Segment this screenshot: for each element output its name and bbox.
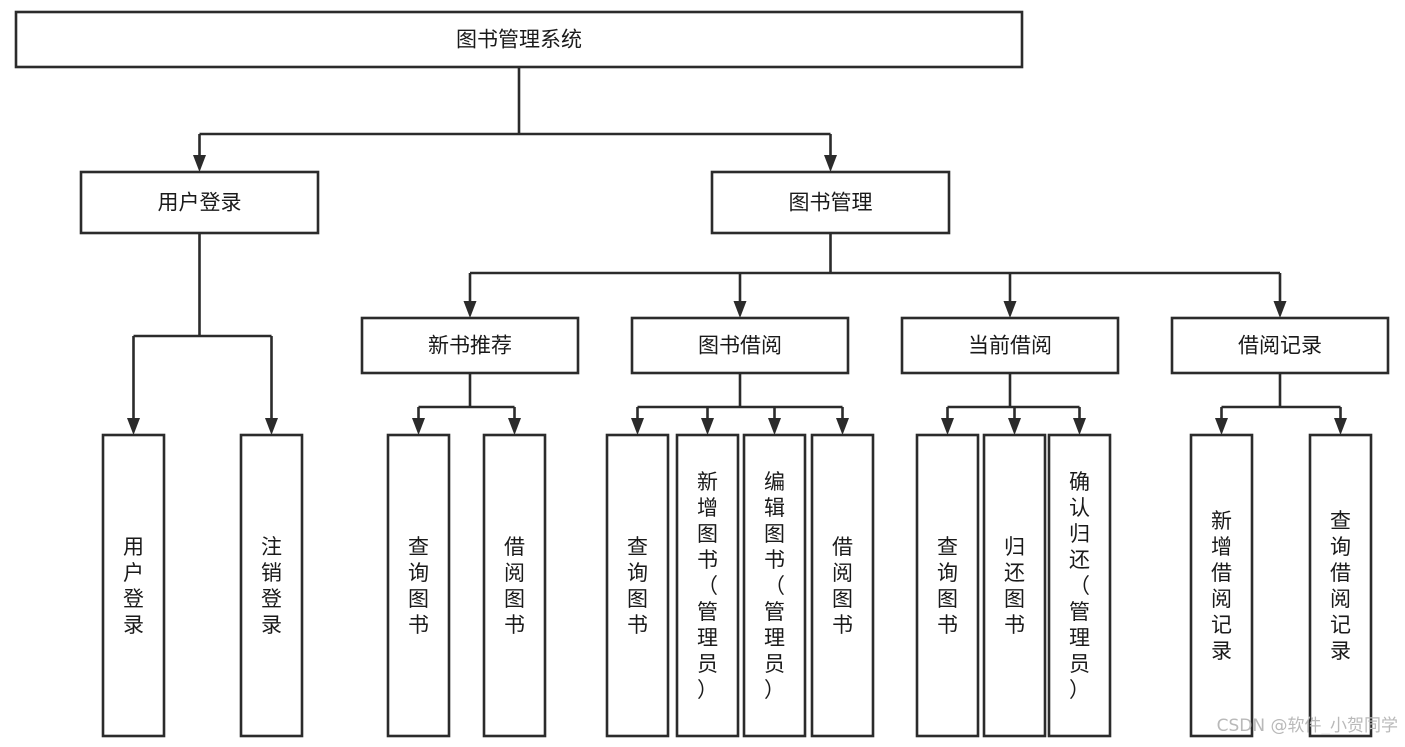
node-box-leaf_3[interactable] xyxy=(482,433,547,738)
node-box-leaf_2[interactable] xyxy=(386,433,451,738)
node-box-l3_2[interactable] xyxy=(900,316,1120,375)
node-leaf_4[interactable]: 查询图书 xyxy=(605,433,670,738)
node-label-leaf_6: 编辑图书（管理员） xyxy=(764,470,785,702)
node-label-l2_1: 图书管理 xyxy=(789,191,873,215)
node-box-leaf_1[interactable] xyxy=(239,433,304,738)
node-leaf_8[interactable]: 查询图书 xyxy=(915,433,980,738)
node-l2_0[interactable]: 用户登录 xyxy=(79,170,320,235)
node-box-leaf_6[interactable] xyxy=(742,433,807,738)
node-label-l3_3: 借阅记录 xyxy=(1238,334,1322,358)
node-leaf_3[interactable]: 借阅图书 xyxy=(482,433,547,738)
node-box-l2_1[interactable] xyxy=(710,170,951,235)
node-box-leaf_11[interactable] xyxy=(1189,433,1254,738)
connector-group-l2_0 xyxy=(127,233,278,435)
node-label-leaf_12: 查询借阅记录 xyxy=(1330,509,1351,663)
node-leaf_2[interactable]: 查询图书 xyxy=(386,433,451,738)
node-box-leaf_4[interactable] xyxy=(605,433,670,738)
node-box-leaf_0[interactable] xyxy=(101,433,166,738)
connector-group-l2_1 xyxy=(463,233,1287,318)
node-box-leaf_5[interactable] xyxy=(675,433,740,738)
node-box-leaf_12[interactable] xyxy=(1308,433,1373,738)
node-label-l3_1: 图书借阅 xyxy=(698,334,782,358)
node-label-l3_2: 当前借阅 xyxy=(968,334,1052,358)
node-label-leaf_10: 确认归还（管理员） xyxy=(1069,470,1090,702)
node-leaf_11[interactable]: 新增借阅记录 xyxy=(1189,433,1254,738)
node-layer: 图书管理系统用户登录图书管理新书推荐图书借阅当前借阅借阅记录用户登录注销登录查询… xyxy=(14,10,1390,738)
connector-group-l3_2 xyxy=(941,373,1086,435)
node-label-leaf_7: 借阅图书 xyxy=(832,535,853,637)
node-root[interactable]: 图书管理系统 xyxy=(14,10,1024,69)
node-box-leaf_9[interactable] xyxy=(982,433,1047,738)
node-box-l3_0[interactable] xyxy=(360,316,580,375)
connector-group-l3_3 xyxy=(1215,373,1347,435)
node-leaf_7[interactable]: 借阅图书 xyxy=(810,433,875,738)
node-leaf_10[interactable]: 确认归还（管理员） xyxy=(1047,433,1112,738)
connector-layer xyxy=(127,67,1347,435)
node-label-leaf_11: 新增借阅记录 xyxy=(1211,509,1232,663)
node-label-leaf_4: 查询图书 xyxy=(627,535,648,637)
node-label-leaf_8: 查询图书 xyxy=(937,535,958,637)
node-l3_3[interactable]: 借阅记录 xyxy=(1170,316,1390,375)
node-l2_1[interactable]: 图书管理 xyxy=(710,170,951,235)
connector-group-root xyxy=(193,67,837,172)
node-box-l3_1[interactable] xyxy=(630,316,850,375)
node-leaf_6[interactable]: 编辑图书（管理员） xyxy=(742,433,807,738)
node-label-leaf_1: 注销登录 xyxy=(261,535,282,637)
node-label-leaf_3: 借阅图书 xyxy=(504,535,525,637)
node-label-root: 图书管理系统 xyxy=(456,28,582,52)
csdn-watermark: CSDN @软件_小贺同学 xyxy=(1217,716,1398,736)
node-label-l3_0: 新书推荐 xyxy=(428,334,512,358)
node-box-root[interactable] xyxy=(14,10,1024,69)
node-l3_0[interactable]: 新书推荐 xyxy=(360,316,580,375)
node-leaf_9[interactable]: 归还图书 xyxy=(982,433,1047,738)
node-label-leaf_5: 新增图书（管理员） xyxy=(697,470,718,702)
node-label-leaf_0: 用户登录 xyxy=(123,535,144,637)
node-leaf_5[interactable]: 新增图书（管理员） xyxy=(675,433,740,738)
node-box-leaf_8[interactable] xyxy=(915,433,980,738)
node-l3_1[interactable]: 图书借阅 xyxy=(630,316,850,375)
node-box-leaf_10[interactable] xyxy=(1047,433,1112,738)
node-leaf_1[interactable]: 注销登录 xyxy=(239,433,304,738)
node-label-leaf_2: 查询图书 xyxy=(408,535,429,637)
node-box-leaf_7[interactable] xyxy=(810,433,875,738)
node-label-l2_0: 用户登录 xyxy=(158,191,242,215)
connector-group-l3_0 xyxy=(412,373,521,435)
connector-group-l3_1 xyxy=(631,373,849,435)
node-leaf_0[interactable]: 用户登录 xyxy=(101,433,166,738)
node-leaf_12[interactable]: 查询借阅记录 xyxy=(1308,433,1373,738)
node-label-leaf_9: 归还图书 xyxy=(1004,535,1025,637)
node-l3_2[interactable]: 当前借阅 xyxy=(900,316,1120,375)
node-box-l3_3[interactable] xyxy=(1170,316,1390,375)
node-box-l2_0[interactable] xyxy=(79,170,320,235)
